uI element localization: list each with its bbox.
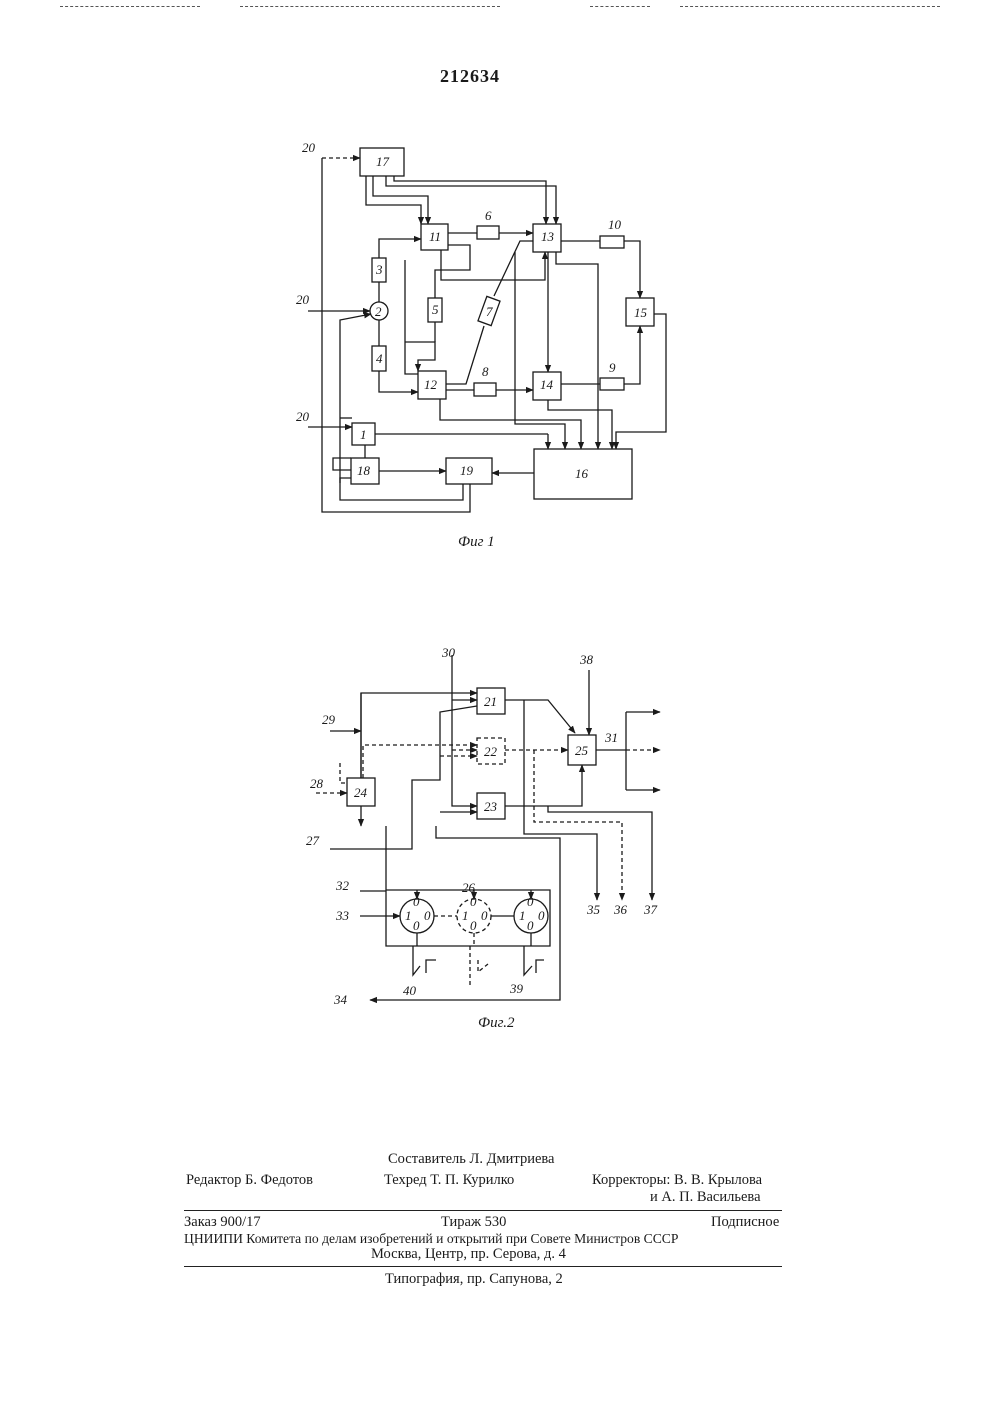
block-label: 6 (485, 208, 492, 223)
order-number: Заказ 900/17 (184, 1214, 261, 1231)
block-label: 18 (357, 463, 371, 478)
block-label: 21 (484, 694, 497, 709)
block-label: 12 (424, 377, 438, 392)
switch-mark: 0 (527, 918, 534, 933)
divider (184, 1210, 782, 1211)
switch-mark: 0 (470, 918, 477, 933)
figure-1-labels: 17 11 6 13 10 3 2 5 7 15 4 12 8 14 9 1 1… (296, 140, 648, 550)
terminal-label: 30 (441, 645, 456, 660)
block-label: 3 (375, 262, 383, 277)
terminal-label: 39 (509, 981, 524, 996)
terminal-label: 27 (306, 833, 320, 848)
terminal-label: 28 (310, 776, 324, 791)
block-6 (477, 226, 499, 239)
input-label: 20 (296, 292, 310, 307)
switch-mark: 0 (527, 894, 534, 909)
figure-caption: Фиг 1 (458, 534, 495, 550)
techred-line: Техред Т. П. Курилко (384, 1172, 514, 1189)
input-label: 20 (296, 409, 310, 424)
block-label: 23 (484, 799, 498, 814)
switch-mark: 0 (470, 894, 477, 909)
block-label: 5 (432, 302, 439, 317)
block-label: 10 (608, 217, 622, 232)
compiler-line: Составитель Л. Дмитриева (388, 1151, 554, 1168)
block-label: 26 (462, 880, 476, 895)
divider (184, 1266, 782, 1267)
input-label: 20 (302, 140, 316, 155)
block-10 (600, 236, 624, 248)
switch-mark: 1 (519, 908, 526, 923)
switch-mark: 0 (413, 918, 420, 933)
block-9 (600, 378, 624, 390)
terminal-label: 35 (586, 902, 601, 917)
block-label: 15 (634, 305, 648, 320)
figure-caption: Фиг.2 (478, 1015, 515, 1031)
block-label: 16 (575, 466, 589, 481)
terminal-label: 38 (579, 652, 594, 667)
switch-mark: 0 (413, 894, 420, 909)
editor-line: Редактор Б. Федотов (186, 1172, 313, 1189)
block-8 (474, 383, 496, 396)
switch-mark: 1 (462, 908, 469, 923)
block-label: 13 (541, 229, 555, 244)
block-label: 4 (376, 351, 383, 366)
block-label: 2 (375, 304, 382, 319)
block-label: 7 (486, 304, 493, 319)
block-label: 25 (575, 743, 589, 758)
print-run: Тираж 530 (441, 1214, 506, 1231)
terminal-label: 34 (333, 992, 348, 1007)
block-label: 11 (429, 229, 441, 244)
terminal-label: 36 (613, 902, 628, 917)
block-label: 17 (376, 154, 390, 169)
correctors-line-1: Корректоры: В. В. Крылова (592, 1172, 762, 1189)
switch-mark: 0 (538, 908, 545, 923)
printing-house-line: Типография, пр. Сапунова, 2 (385, 1271, 563, 1288)
institute-line: ЦНИИПИ Комитета по делам изобретений и о… (184, 1230, 784, 1247)
subscription-note: Подписное (711, 1214, 779, 1231)
terminal-label: 37 (643, 902, 658, 917)
block-label: 22 (484, 744, 498, 759)
switch-mark: 0 (424, 908, 431, 923)
terminal-label: 40 (403, 983, 417, 998)
terminal-label: 31 (604, 730, 618, 745)
figure-1 (308, 148, 666, 512)
block-label: 19 (460, 463, 474, 478)
terminal-label: 32 (335, 878, 350, 893)
block-label: 24 (354, 785, 368, 800)
block-label: 9 (609, 360, 616, 375)
terminal-label: 29 (322, 712, 336, 727)
block-label: 1 (360, 427, 367, 442)
block-label: 14 (540, 377, 554, 392)
switch-mark: 1 (405, 908, 412, 923)
switch-mark: 0 (481, 908, 488, 923)
block-label: 8 (482, 364, 489, 379)
address-line: Москва, Центр, пр. Серова, д. 4 (371, 1246, 566, 1263)
correctors-line-2: и А. П. Васильева (650, 1189, 761, 1206)
terminal-label: 33 (335, 908, 350, 923)
